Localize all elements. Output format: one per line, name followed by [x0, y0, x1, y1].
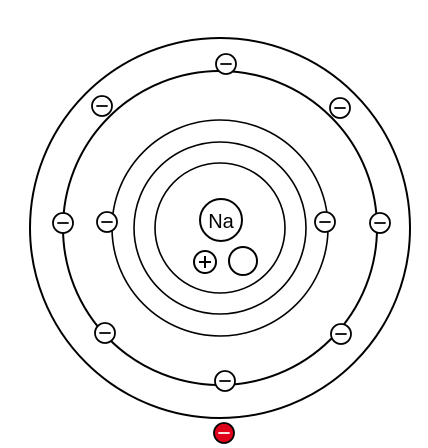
electron-minus-icon: [53, 213, 73, 233]
electron-minus-icon: [331, 324, 351, 344]
electron-minus-icon: [97, 212, 117, 232]
proton-plus-icon: [194, 251, 216, 273]
neutron-circle-icon: [229, 247, 257, 275]
element-symbol: Na: [208, 211, 234, 233]
electron-minus-icon: [315, 212, 335, 232]
highlighted-electron-minus-icon: [214, 423, 234, 443]
electron-minus-icon: [215, 371, 235, 391]
electron-minus-icon: [216, 54, 236, 74]
electron-minus-icon: [95, 323, 115, 343]
nucleus: Na: [194, 199, 257, 275]
electrons-group: [53, 54, 390, 443]
electron-minus-icon: [330, 98, 350, 118]
electron-minus-icon: [370, 213, 390, 233]
electron-minus-icon: [92, 96, 112, 116]
